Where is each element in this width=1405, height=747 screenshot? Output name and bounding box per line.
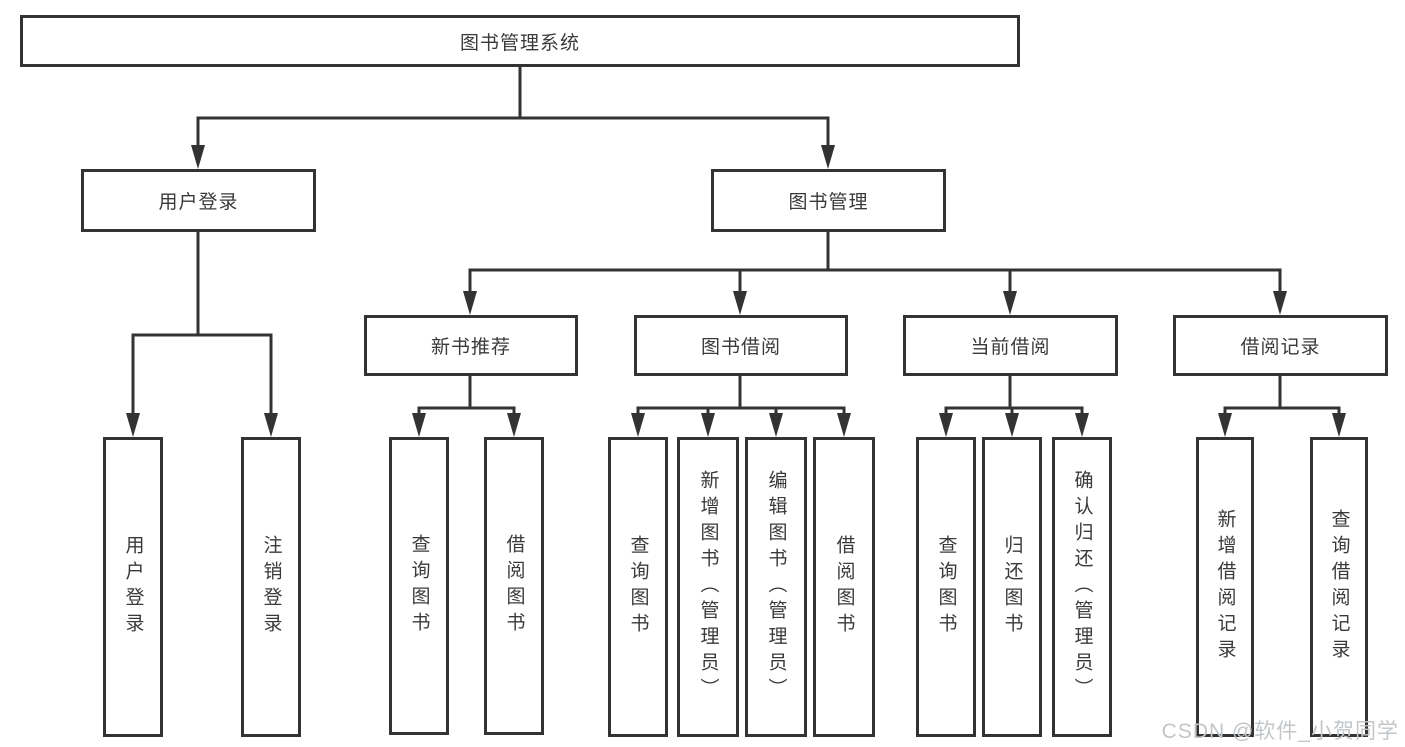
node-root: 图书管理系统 bbox=[20, 15, 1020, 67]
arrow-cb-confirm bbox=[1075, 413, 1089, 437]
leaf-cb-return-books: 归还图书 bbox=[982, 437, 1042, 737]
arrow-nb-query bbox=[412, 413, 426, 437]
connector-arrowheads bbox=[126, 145, 1346, 437]
leaf-bb-add-books-admin: 新增图书（管理员） bbox=[677, 437, 739, 737]
arrow-bb-edit bbox=[769, 413, 783, 437]
leaf-nb-query-books: 查询图书 bbox=[389, 437, 449, 735]
leaf-bb-query-books: 查询图书 bbox=[608, 437, 668, 737]
leaf-logout: 注销登录 bbox=[241, 437, 301, 737]
arrow-borrow-records bbox=[1273, 291, 1287, 315]
arrow-leaf-userlogin bbox=[126, 413, 140, 437]
leaf-cb-query-books: 查询图书 bbox=[916, 437, 976, 737]
arrow-nb-borrow bbox=[507, 413, 521, 437]
arrow-current-borrow bbox=[1003, 291, 1017, 315]
arrow-book-borrow bbox=[733, 291, 747, 315]
arrow-bb-query bbox=[631, 413, 645, 437]
csdn-watermark: CSDN @软件_小贺同学 bbox=[1161, 720, 1399, 743]
arrow-br-add bbox=[1218, 413, 1232, 437]
leaf-br-query-record: 查询借阅记录 bbox=[1310, 437, 1368, 737]
node-new-books: 新书推荐 bbox=[364, 315, 578, 376]
arrow-book-mgmt bbox=[821, 145, 835, 169]
node-current-borrow: 当前借阅 bbox=[903, 315, 1118, 376]
node-user-login: 用户登录 bbox=[81, 169, 316, 232]
node-book-borrow: 图书借阅 bbox=[634, 315, 848, 376]
arrow-bb-borrow bbox=[837, 413, 851, 437]
leaf-bb-borrow-books: 借阅图书 bbox=[813, 437, 875, 737]
leaf-bb-edit-books-admin: 编辑图书（管理员） bbox=[745, 437, 807, 737]
node-book-mgmt: 图书管理 bbox=[711, 169, 946, 232]
leaf-cb-confirm-return-admin: 确认归还（管理员） bbox=[1052, 437, 1112, 737]
arrow-br-query bbox=[1332, 413, 1346, 437]
arrow-new-books bbox=[463, 291, 477, 315]
arrow-user-login bbox=[191, 145, 205, 169]
leaf-nb-borrow-books: 借阅图书 bbox=[484, 437, 544, 735]
leaf-br-add-record: 新增借阅记录 bbox=[1196, 437, 1254, 737]
arrow-cb-query bbox=[939, 413, 953, 437]
arrow-bb-add bbox=[701, 413, 715, 437]
arrow-leaf-logout bbox=[264, 413, 278, 437]
arrow-cb-return bbox=[1005, 413, 1019, 437]
node-borrow-records: 借阅记录 bbox=[1173, 315, 1388, 376]
leaf-user-login: 用户登录 bbox=[103, 437, 163, 737]
